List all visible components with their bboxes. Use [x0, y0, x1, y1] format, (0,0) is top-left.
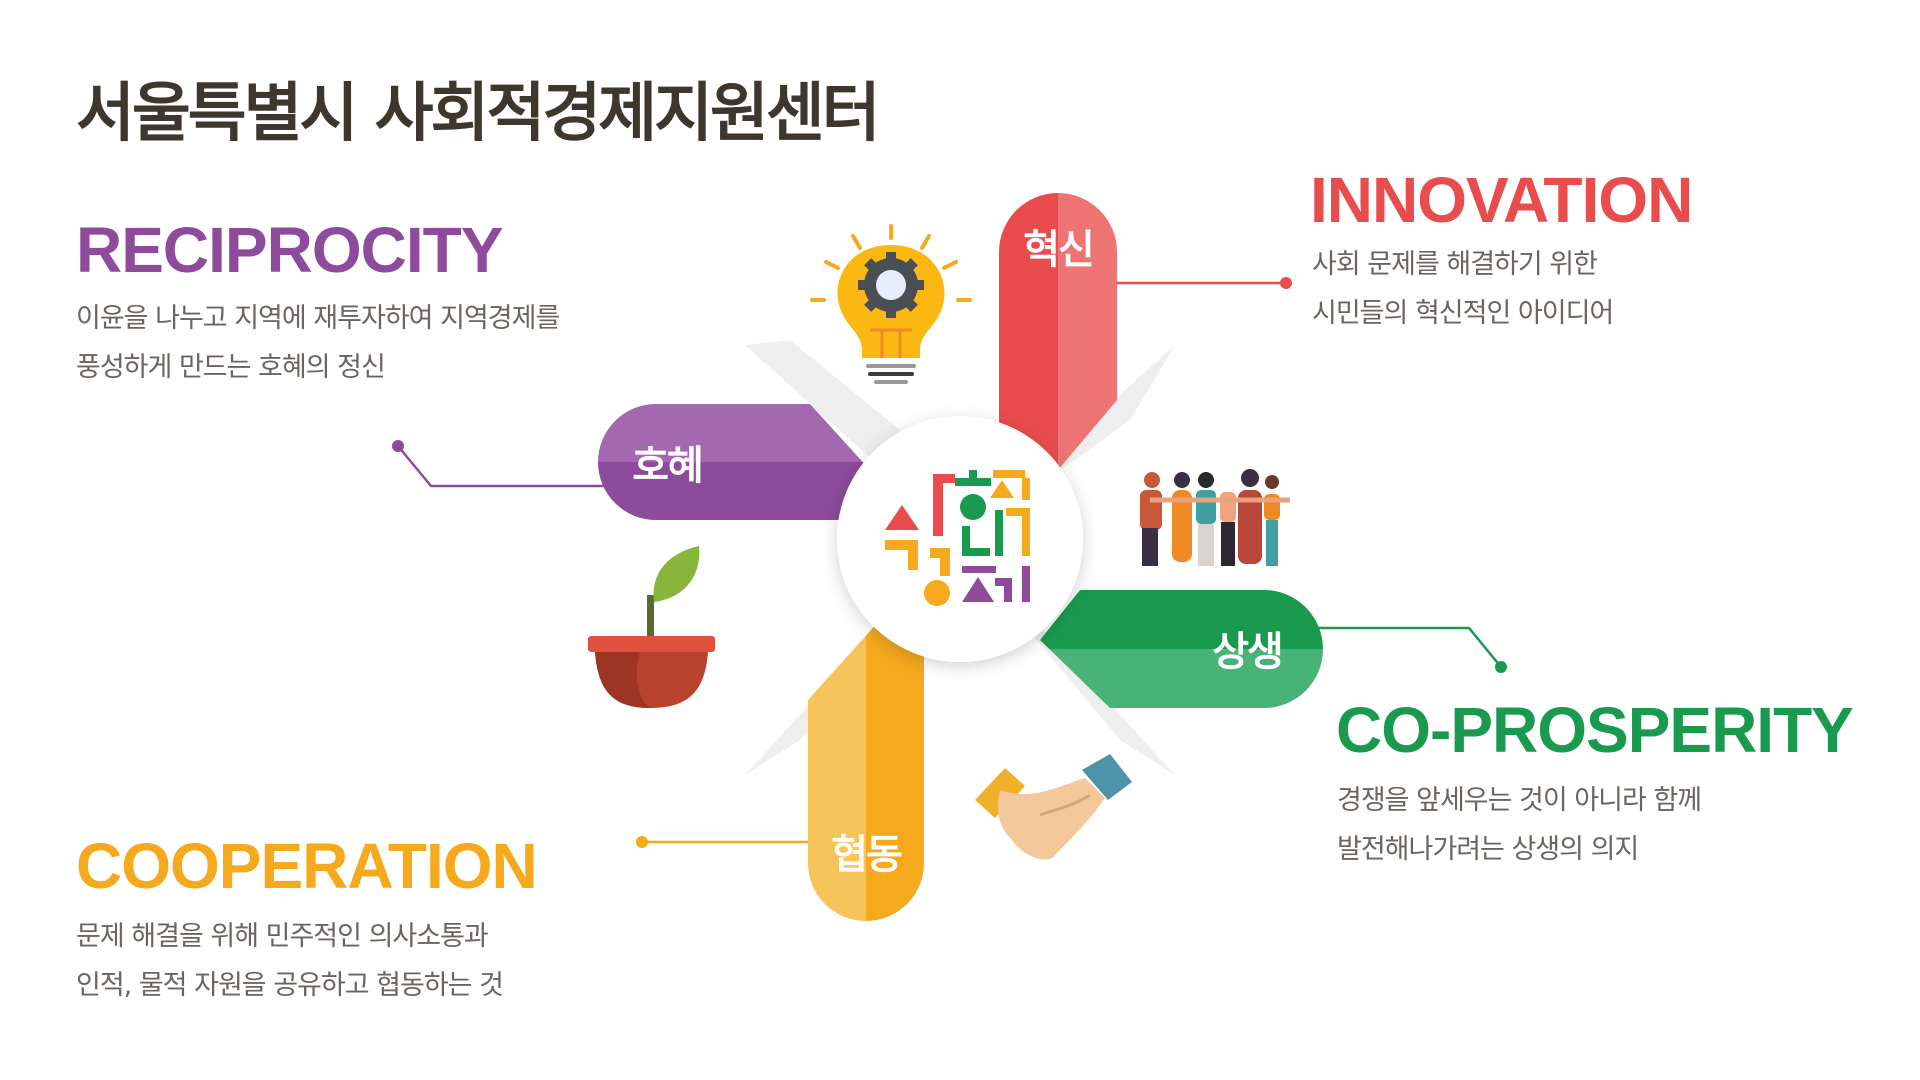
coprosperity-description: 경쟁을 앞세우는 것이 아니라 함께 발전해나가려는 상생의 의지 — [1337, 776, 1702, 874]
reciprocity-petal — [598, 404, 870, 520]
innovation-line-2: 시민들의 혁신적인 아이디어 — [1312, 298, 1614, 329]
cooperation-line-1: 문제 해결을 위해 민주적인 의사소통과 — [76, 921, 489, 952]
innovation-connector — [1117, 277, 1292, 289]
coprosperity-petal — [1040, 590, 1323, 708]
reciprocity-description: 이윤을 나누고 지역에 재투자하여 지역경제를 풍성하게 만드는 호혜의 정신 — [76, 294, 560, 392]
handshake-icon — [975, 754, 1132, 860]
reciprocity-line-1: 이윤을 나누고 지역에 재투자하여 지역경제를 — [76, 303, 560, 334]
cooperation-petal — [808, 620, 924, 921]
innovation-heading: INNOVATION — [1310, 164, 1693, 236]
coprosperity-heading: CO-PROSPERITY — [1336, 694, 1854, 766]
cooperation-heading: COOPERATION — [76, 830, 538, 902]
people-group-icon — [1140, 469, 1290, 566]
reciprocity-heading: RECIPROCITY — [76, 214, 503, 286]
cooperation-connector — [636, 836, 830, 848]
innovation-description: 사회 문제를 해결하기 위한 시민들의 혁신적인 아이디어 — [1312, 240, 1614, 338]
lightbulb-gear-icon — [810, 224, 972, 384]
cooperation-line-2: 인적, 물적 자원을 공유하고 협동하는 것 — [76, 970, 504, 1001]
reciprocity-line-2: 풍성하게 만드는 호혜의 정신 — [76, 352, 386, 383]
innovation-petal — [999, 193, 1117, 470]
coprosperity-connector — [1300, 626, 1507, 673]
innovation-label: 혁신 — [1023, 227, 1093, 273]
cooperation-description: 문제 해결을 위해 민주적인 의사소통과 인적, 물적 자원을 공유하고 협동하… — [76, 912, 504, 1010]
cooperation-label: 협동 — [831, 832, 902, 878]
innovation-line-1: 사회 문제를 해결하기 위한 — [1312, 249, 1598, 280]
reciprocity-connector — [392, 440, 640, 488]
coprosperity-line-2: 발전해나가려는 상생의 의지 — [1337, 834, 1639, 865]
coprosperity-line-1: 경쟁을 앞세우는 것이 아니라 함께 — [1337, 785, 1702, 816]
plant-pot-icon — [588, 546, 715, 708]
reciprocity-label: 호혜 — [632, 443, 702, 489]
page-title: 서울특별시 사회적경제지원센터 — [76, 77, 881, 151]
center-circle — [837, 416, 1083, 662]
coprosperity-label: 상생 — [1212, 629, 1282, 675]
social-economy-logo — [885, 470, 1030, 606]
